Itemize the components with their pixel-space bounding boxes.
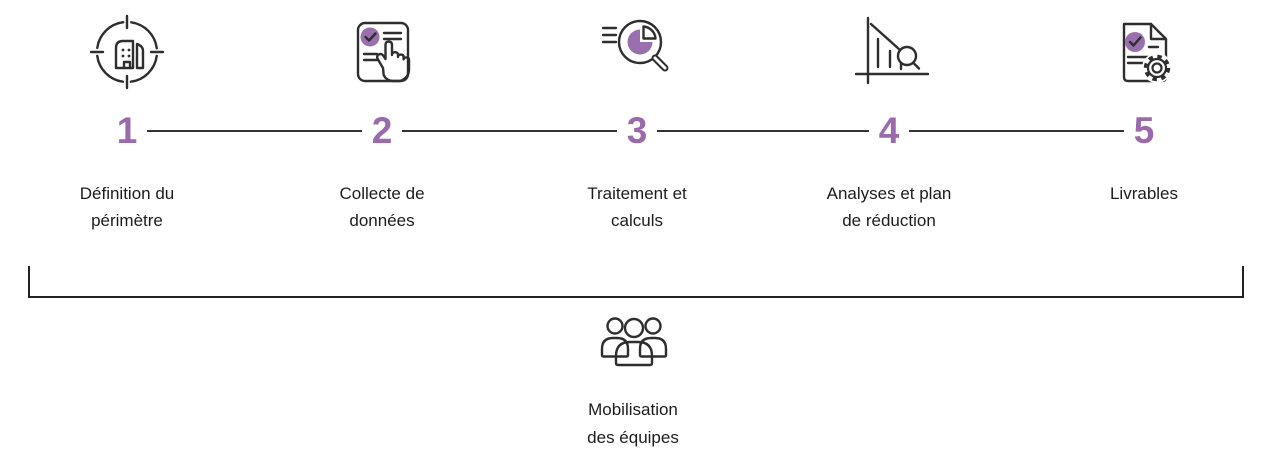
- connector-line-2-3: [402, 130, 617, 132]
- declining-chart-magnifier-icon: [762, 0, 1016, 104]
- step-number: 5: [1133, 110, 1155, 151]
- team-icon: [600, 314, 668, 370]
- connector-line-4-5: [909, 130, 1124, 132]
- step-number: 1: [116, 110, 138, 151]
- step-2-collecte-de-donnees: 2 Collecte de données: [255, 0, 509, 234]
- step-label: Collecte de données: [339, 184, 425, 230]
- step-label: Définition du périmètre: [79, 184, 175, 230]
- step-1-definition-du-perimetre: 1 Définition du périmètre: [0, 0, 254, 234]
- step-label: Traitement et calculs: [587, 184, 687, 230]
- document-gear-icon: [1017, 0, 1267, 104]
- building-scope-icon: [0, 0, 254, 104]
- form-checklist-hand-icon: [255, 0, 509, 104]
- step-5-livrables: 5 Livrables: [1017, 0, 1267, 207]
- step-3-traitement-et-calculs: 3 Traitement et calculs: [510, 0, 764, 234]
- magnifier-pie-chart-icon: [510, 0, 764, 104]
- step-number: 2: [371, 110, 393, 151]
- footer-label: Mobilisation des équipes: [587, 400, 679, 447]
- step-4-analyses-et-plan-de-reduction: 4 Analyses et plan de réduction: [762, 0, 1016, 234]
- step-number: 4: [878, 110, 900, 151]
- step-label: Livrables: [1109, 184, 1179, 203]
- connector-line-3-4: [657, 130, 869, 132]
- span-bracket: [28, 266, 1244, 298]
- step-number: 3: [626, 110, 648, 151]
- step-label: Analyses et plan de réduction: [826, 184, 952, 230]
- connector-line-1-2: [147, 130, 362, 132]
